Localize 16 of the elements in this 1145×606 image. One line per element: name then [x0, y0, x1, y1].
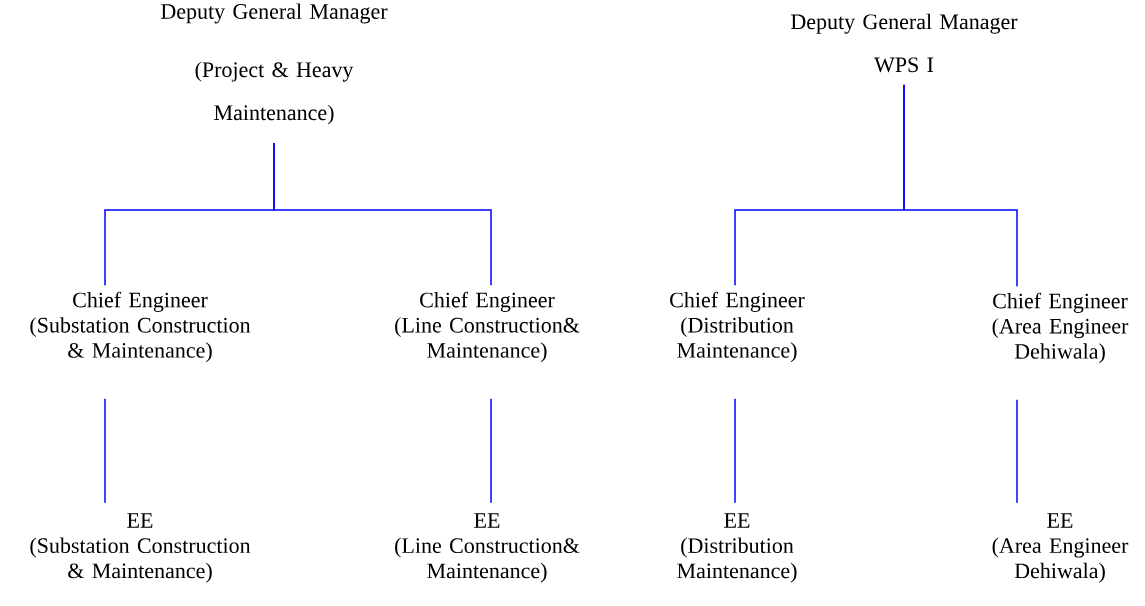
title-text: Chief Engineer (Area Engineer Dehiwala)	[992, 292, 1129, 364]
title-text: EE (Area Engineer Dehiwala)	[992, 513, 1129, 583]
connector-line	[1016, 398, 1018, 504]
connector-line	[104, 397, 106, 504]
title-text: Chief Engineer (Substation Construction & Maintenance)	[30, 291, 251, 363]
connector-line	[903, 83, 1018, 288]
connector-line	[734, 397, 736, 504]
title-text: EE (Line Construction& Maintenance)	[395, 513, 580, 583]
connector-line	[490, 397, 492, 504]
connector-line	[273, 142, 492, 287]
title-text: EE (Distribution Maintenance)	[677, 513, 797, 583]
title-text: Chief Engineer (Distribution Maintenance)	[670, 291, 805, 363]
title-text: Deputy General Manager (Project & Heavy Maintenance)	[161, 3, 388, 125]
title-text: Chief Engineer (Line Construction& Maintenance)	[395, 291, 580, 363]
title-text: EE (Substation Construction & Maintenance)	[30, 513, 251, 583]
title-text: Deputy General Manager WPS I	[791, 13, 1018, 73]
